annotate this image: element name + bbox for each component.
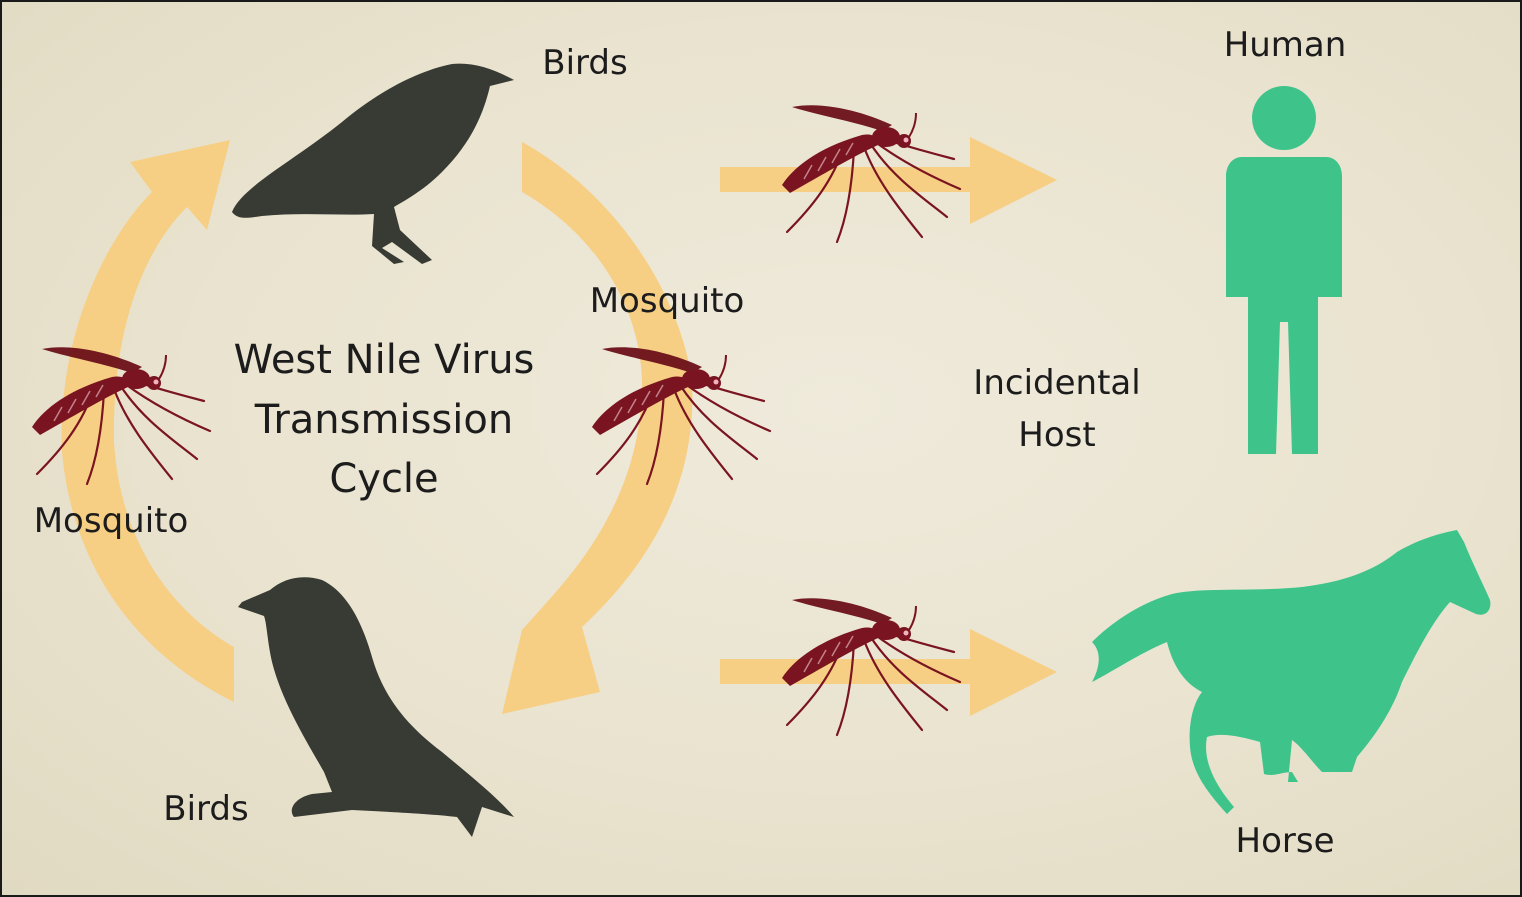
arrow-icon: [61, 140, 235, 702]
label-incidental: Incidental: [973, 363, 1141, 403]
horse-icon: [1092, 530, 1491, 814]
bird-icon: [232, 63, 514, 264]
label-mosquito-right: Mosquito: [589, 281, 745, 321]
bird-icon: [238, 577, 514, 837]
arrow-icon: [720, 137, 1057, 224]
cycle-arrows: [61, 137, 1057, 716]
arrow-icon: [502, 142, 693, 714]
human-icon: [1226, 86, 1342, 454]
label-horse: Horse: [1235, 821, 1335, 861]
label-birds-top: Birds: [542, 43, 628, 83]
diagram-title-line-3: Cycle: [329, 456, 439, 502]
arrow-icon: [720, 629, 1057, 716]
diagram-title-line-1: West Nile Virus: [233, 337, 535, 383]
label-host: Host: [1018, 415, 1096, 455]
label-human: Human: [1223, 25, 1347, 65]
mosquito-icon: [30, 346, 212, 486]
diagram-title-line-2: Transmission: [254, 397, 514, 443]
label-mosquito-left: Mosquito: [33, 501, 189, 541]
label-birds-bottom: Birds: [163, 789, 249, 829]
